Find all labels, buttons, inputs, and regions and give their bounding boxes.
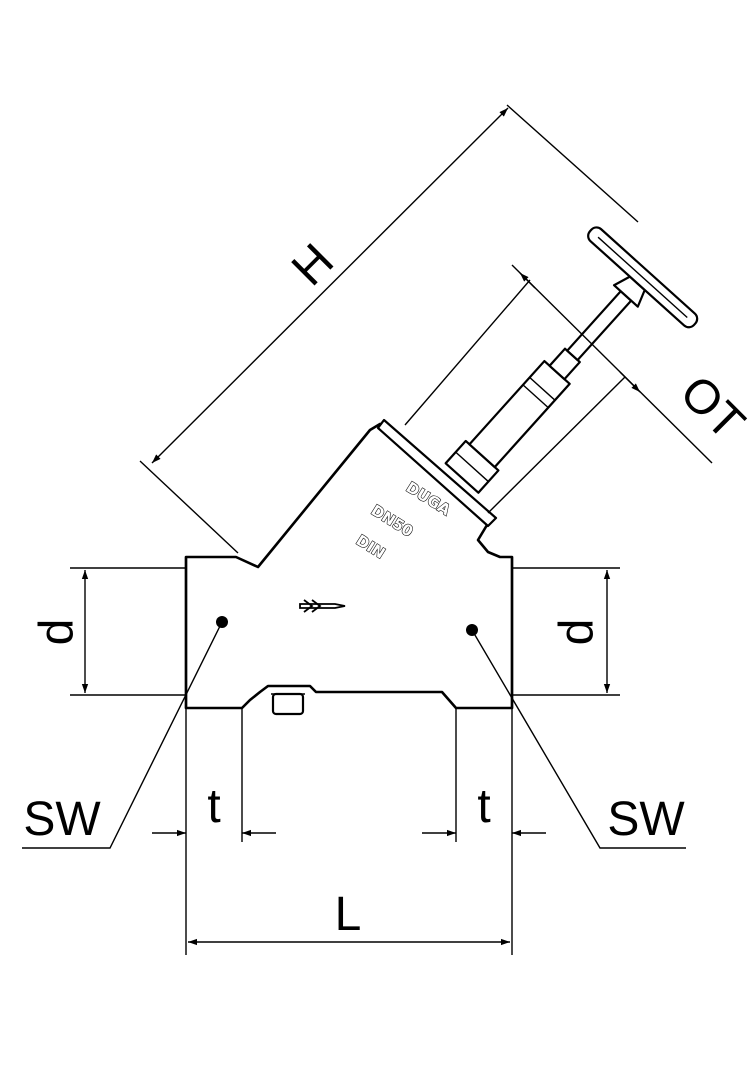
dimension-sw-right: SW	[466, 624, 686, 849]
label-h: H	[282, 234, 344, 296]
label-d-right: d	[551, 619, 604, 646]
label-t-left: t	[207, 780, 220, 833]
dimension-d-left: d	[31, 567, 186, 696]
label-sw-left: SW	[23, 793, 101, 846]
dimension-l: L	[188, 888, 510, 946]
spindle	[566, 290, 633, 362]
label-ot: OT	[670, 366, 755, 451]
label-sw-right: SW	[607, 793, 685, 846]
dimension-ot: OT	[404, 264, 755, 514]
label-d-left: d	[31, 619, 84, 646]
drain-plug	[271, 692, 305, 716]
dimension-t-left: t	[152, 708, 276, 955]
label-l: L	[335, 888, 362, 941]
dimension-t-right: t	[422, 708, 546, 955]
flow-arrow	[299, 603, 346, 609]
dimension-sw-left: SW	[22, 616, 228, 849]
dimension-d-right: d	[512, 567, 620, 696]
label-t-right: t	[477, 780, 490, 833]
valve-body: DUGA DN50 DIN	[184, 418, 514, 716]
bonnet	[468, 359, 571, 469]
